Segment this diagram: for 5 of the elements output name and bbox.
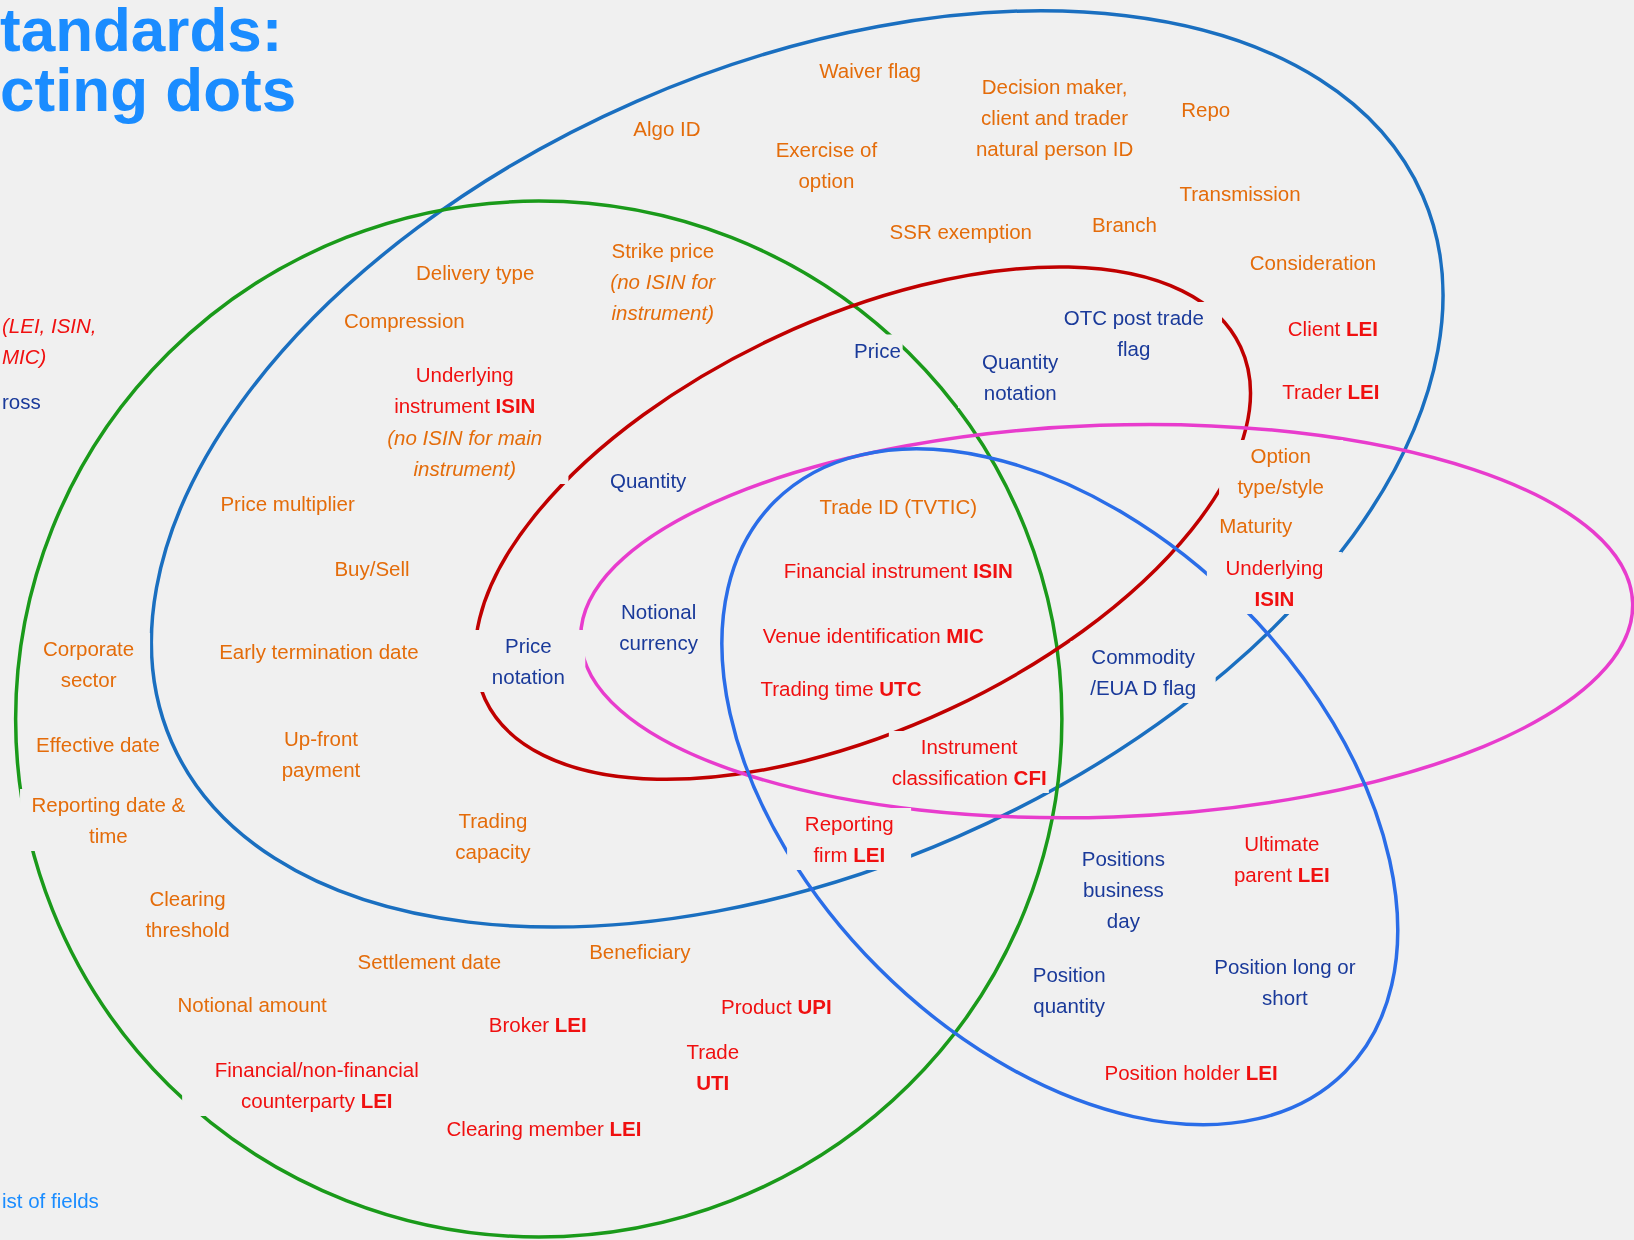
field-label: Reporting firm LEI [787, 807, 912, 870]
field-label: Commodity /EUA D flag [1070, 641, 1216, 704]
field-label: Price notation [471, 629, 586, 692]
field-label: Instrument classification CFI [889, 730, 1050, 793]
field-label: Underlying ISIN [1207, 551, 1342, 614]
